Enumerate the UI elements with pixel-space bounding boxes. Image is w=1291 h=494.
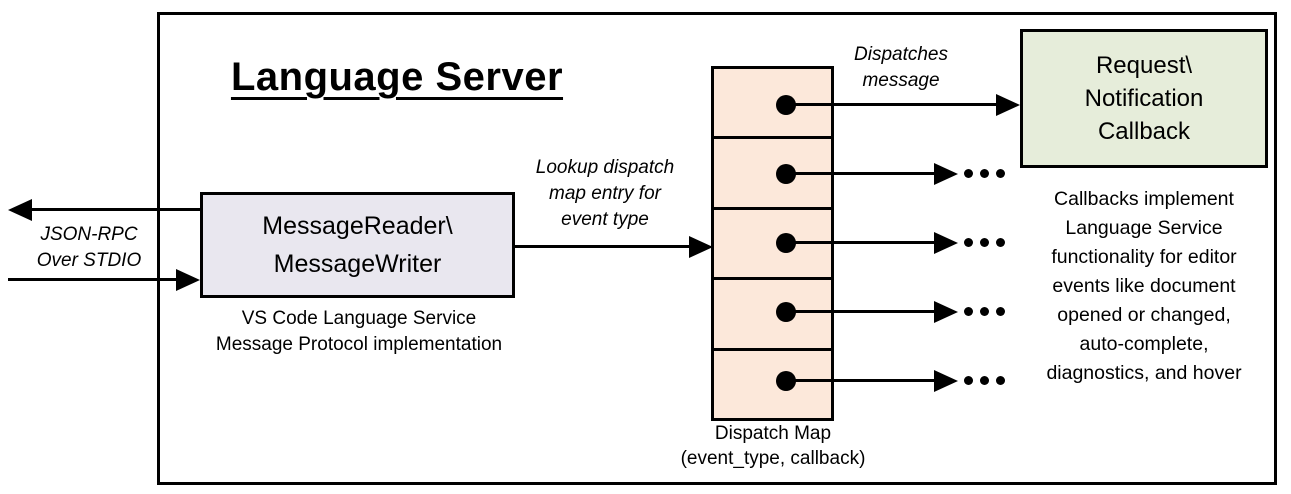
dispatches-label: Dispatches message: [838, 42, 964, 94]
map-entry-dot-icon: [776, 302, 796, 322]
reader-caption-line1: VS Code Language Service: [241, 308, 477, 329]
arrowhead-right-icon: [996, 94, 1020, 116]
callback-caption-line3: functionality for editor: [1051, 246, 1237, 268]
arrowhead-right-icon: [934, 370, 958, 392]
message-reader-writer-box: MessageReader\ MessageWriter: [200, 192, 515, 298]
callback-caption-line4: events like document: [1052, 275, 1236, 297]
reader-caption: VS Code Language Service Message Protoco…: [183, 306, 535, 358]
arrow-line: [786, 103, 998, 106]
arrowhead-right-icon: [934, 301, 958, 323]
map-entry-dot-icon: [776, 233, 796, 253]
callback-caption: Callbacks implement Language Service fun…: [1018, 185, 1270, 388]
stdio-label-line1: JSON-RPC: [40, 224, 138, 245]
map-entry-dot-icon: [776, 95, 796, 115]
ellipsis-icon: [964, 169, 1005, 178]
lookup-label-line3: event type: [561, 209, 649, 230]
callback-box-line2: Notification: [1084, 85, 1204, 112]
map-caption-line1: Dispatch Map: [714, 423, 832, 444]
callback-box-line3: Callback: [1097, 118, 1191, 145]
arrowhead-right-icon: [934, 232, 958, 254]
arrow-line: [30, 208, 200, 211]
callback-caption-line5: opened or changed,: [1057, 304, 1231, 326]
dispatches-label-line2: message: [862, 70, 940, 91]
language-server-frame: [157, 12, 1277, 485]
map-caption-line2: (event_type, callback): [680, 448, 866, 469]
dispatch-map-slot: [714, 350, 831, 419]
ellipsis-icon: [964, 238, 1005, 247]
arrowhead-right-icon: [689, 236, 713, 258]
arrow-line: [786, 310, 934, 313]
ellipsis-icon: [964, 376, 1005, 385]
ellipsis-icon: [964, 307, 1005, 316]
reader-box-line1: MessageReader\: [262, 212, 453, 240]
diagram-title: Language Server: [197, 55, 597, 100]
dispatch-map-caption: Dispatch Map (event_type, callback): [655, 421, 891, 471]
arrowhead-right-icon: [176, 269, 200, 291]
callback-caption-line7: diagnostics, and hover: [1046, 362, 1242, 384]
dispatch-map-slot: [714, 280, 831, 351]
callback-box-line1: Request\: [1095, 52, 1193, 79]
request-notification-callback-box: Request\ Notification Callback: [1020, 29, 1268, 168]
callback-caption-line6: auto-complete,: [1079, 333, 1209, 355]
arrow-line: [786, 241, 934, 244]
arrowhead-right-icon: [934, 163, 958, 185]
lookup-label-line1: Lookup dispatch: [535, 157, 675, 178]
arrow-line: [8, 278, 178, 281]
callback-caption-line1: Callbacks implement: [1054, 188, 1234, 210]
reader-box-line2: MessageWriter: [273, 250, 442, 278]
diagram-title-text: Language Server: [230, 55, 564, 99]
arrow-line: [515, 245, 691, 248]
stdio-label-line2: Over STDIO: [36, 250, 142, 271]
callback-caption-line2: Language Service: [1065, 217, 1223, 239]
lookup-label-line2: map entry for: [549, 183, 661, 204]
lookup-label: Lookup dispatch map entry for event type: [515, 155, 695, 233]
map-entry-dot-icon: [776, 164, 796, 184]
reader-caption-line2: Message Protocol implementation: [215, 334, 503, 355]
map-entry-dot-icon: [776, 371, 796, 391]
arrow-line: [786, 172, 934, 175]
dispatches-label-line1: Dispatches: [854, 44, 948, 65]
arrowhead-left-icon: [8, 199, 32, 221]
stdio-label: JSON-RPC Over STDIO: [15, 222, 163, 274]
arrow-line: [786, 379, 934, 382]
dispatch-map-slot: [714, 209, 831, 281]
